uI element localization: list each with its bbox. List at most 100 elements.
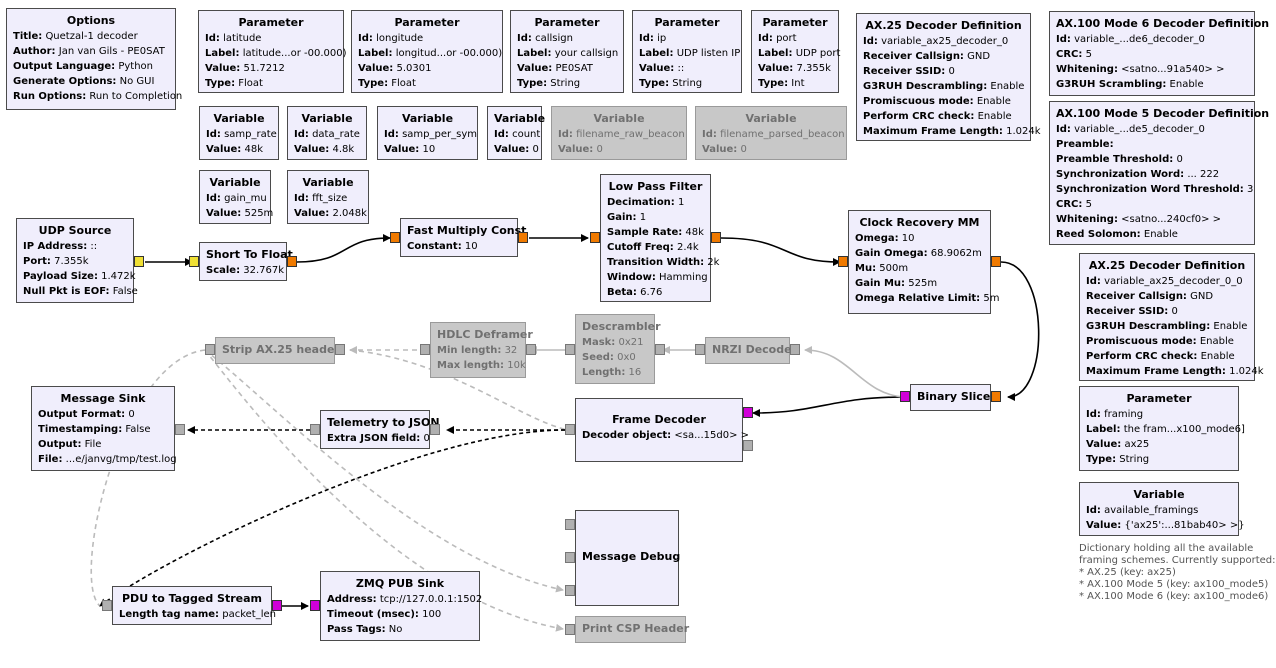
param-row: Id: port bbox=[758, 31, 832, 46]
fast-multiply-const-block[interactable]: Fast Multiply Const Constant: 10 bbox=[400, 218, 526, 257]
fast-multiply-const-in-port[interactable] bbox=[390, 232, 400, 243]
variable-filename-raw-beacon-block[interactable]: Variable Id: filename_raw_beacon Value: … bbox=[551, 106, 687, 160]
variable-samp-per-sym-block[interactable]: Variable Id: samp_per_sym Value: 10 bbox=[377, 106, 478, 160]
param-value: 0 bbox=[532, 144, 539, 155]
param-row: G3RUH Descrambling: Enable bbox=[1086, 319, 1248, 334]
parameter-callsign-block[interactable]: Parameter Id: callsign Label: your calls… bbox=[510, 10, 624, 93]
print-csp-header-block[interactable]: Print CSP Header bbox=[575, 616, 689, 643]
udp-source-out-port[interactable] bbox=[134, 256, 144, 267]
ax100-mode6-decoder-definition-block[interactable]: AX.100 Mode 6 Decoder Definition Id: var… bbox=[1049, 11, 1269, 96]
wire-slicer-to-frame-decoder bbox=[752, 396, 906, 417]
param-value: 1 bbox=[678, 197, 685, 208]
param-value: 7.355k bbox=[54, 256, 89, 267]
descrambler-out-port[interactable] bbox=[565, 344, 575, 355]
param-key: G3RUH Descrambling: bbox=[863, 81, 988, 92]
message-sink-in-port[interactable] bbox=[175, 424, 185, 435]
telemetry-to-json-in-port[interactable] bbox=[430, 424, 440, 435]
param-row: Value: 51.7212 bbox=[205, 61, 337, 76]
variable-samp-rate-block[interactable]: Variable Id: samp_rate Value: 48k bbox=[199, 106, 279, 160]
binary-slicer-in-port[interactable] bbox=[991, 391, 1001, 402]
param-row: G3RUH Descrambling: Enable bbox=[863, 79, 1024, 94]
message-debug-print-pdu-port[interactable] bbox=[565, 585, 575, 596]
nrzi-decode-out-port[interactable] bbox=[695, 344, 705, 355]
low-pass-filter-in-port[interactable] bbox=[590, 232, 600, 243]
param-row: Seed: 0x0 bbox=[582, 350, 648, 365]
ax25-decoder-definition-block[interactable]: AX.25 Decoder Definition Id: variable_ax… bbox=[856, 13, 1041, 141]
hdlc-deframer-out-port[interactable] bbox=[420, 344, 430, 355]
param-value: Enable bbox=[1169, 79, 1204, 90]
param-value: Float bbox=[391, 78, 416, 89]
options-block[interactable]: Options Title: Quetzal-1 decoder Author:… bbox=[6, 8, 182, 110]
clock-recovery-mm-block[interactable]: Clock Recovery MM Omega: 10 Gain Omega: … bbox=[848, 210, 999, 314]
parameter-latitude-block[interactable]: Parameter Id: latitude Label: latitude..… bbox=[198, 10, 347, 93]
ax25-decoder-definition-0-0-block[interactable]: AX.25 Decoder Definition Id: variable_ax… bbox=[1079, 253, 1264, 381]
parameter-framing-block[interactable]: Parameter Id: framing Label: the fram...… bbox=[1079, 386, 1245, 471]
frame-decoder-block[interactable]: Frame Decoder Decoder object: <sa...15d0… bbox=[575, 398, 749, 462]
param-key: Decimation: bbox=[607, 197, 675, 208]
short-to-float-out-port[interactable] bbox=[287, 256, 297, 267]
telemetry-to-json-block[interactable]: Telemetry to JSON Extra JSON field: 0 bbox=[320, 410, 440, 449]
short-to-float-block[interactable]: Short To Float Scale: 32.767k bbox=[199, 242, 293, 281]
telemetry-to-json-out-port[interactable] bbox=[310, 424, 320, 435]
variable-gain-mu-block[interactable]: Variable Id: gain_mu Value: 525m bbox=[199, 170, 273, 224]
param-row: Perform CRC check: Enable bbox=[863, 109, 1024, 124]
variable-count-block[interactable]: Variable Id: count Value: 0 bbox=[487, 106, 546, 160]
frame-decoder-out-port[interactable] bbox=[565, 424, 575, 435]
param-row: Label: the fram...x100_mode6] bbox=[1086, 422, 1245, 437]
param-key: Id: bbox=[1086, 409, 1101, 420]
message-debug-print-port[interactable] bbox=[565, 519, 575, 530]
param-value: No GUI bbox=[119, 76, 155, 87]
block-title: Descrambler bbox=[582, 320, 661, 333]
param-key: Id: bbox=[1056, 124, 1071, 135]
parameter-longitude-block[interactable]: Parameter Id: longitude Label: longitud.… bbox=[351, 10, 503, 93]
frame-decoder-in-port[interactable] bbox=[743, 407, 753, 418]
zmq-pub-sink-in-port[interactable] bbox=[310, 600, 320, 611]
binary-slicer-block[interactable]: Binary Slicer bbox=[910, 384, 996, 411]
param-key: Timeout (msec): bbox=[327, 609, 419, 620]
param-key: Value: bbox=[384, 144, 420, 155]
low-pass-filter-out-port[interactable] bbox=[711, 232, 721, 243]
message-debug-block[interactable]: Message Debug bbox=[575, 510, 680, 606]
print-csp-header-in-port[interactable] bbox=[565, 624, 575, 635]
nrzi-decode-block[interactable]: NRZI Decode bbox=[705, 337, 792, 364]
clock-recovery-mm-in-port[interactable] bbox=[838, 256, 848, 267]
zmq-pub-sink-block[interactable]: ZMQ PUB Sink Address: tcp://127.0.0.1:15… bbox=[320, 571, 482, 641]
strip-ax25-header-block[interactable]: Strip AX.25 header bbox=[215, 337, 340, 364]
udp-source-block[interactable]: UDP Source IP Address: :: Port: 7.355k P… bbox=[16, 218, 138, 303]
wire-strip-to-frame-decoder bbox=[349, 349, 569, 431]
variable-data-rate-block[interactable]: Variable Id: data_rate Value: 4.8k bbox=[287, 106, 367, 160]
variable-available-framings-block[interactable]: Variable Id: available_framings Value: {… bbox=[1079, 482, 1245, 536]
parameter-ip-block[interactable]: Parameter Id: ip Label: UDP listen IP Va… bbox=[632, 10, 742, 93]
param-row: Reed Solomon: Enable bbox=[1056, 227, 1248, 242]
param-row: Title: Quetzal-1 decoder bbox=[13, 29, 169, 44]
pdu-to-tagged-stream-block[interactable]: PDU to Tagged Stream Length tag name: pa… bbox=[112, 586, 276, 625]
param-value: Run to Completion bbox=[89, 91, 183, 102]
hdlc-deframer-in-port[interactable] bbox=[526, 344, 536, 355]
pdu-to-tagged-stream-in-port[interactable] bbox=[102, 600, 112, 611]
message-debug-store-port[interactable] bbox=[565, 552, 575, 563]
message-sink-block[interactable]: Message Sink Output Format: 0 Timestampi… bbox=[31, 386, 177, 471]
frame-decoder-in2-port[interactable] bbox=[743, 440, 753, 451]
strip-ax25-header-in-port[interactable] bbox=[335, 344, 345, 355]
variable-filename-parsed-beacon-block[interactable]: Variable Id: filename_parsed_beacon Valu… bbox=[695, 106, 847, 160]
block-title: Variable bbox=[494, 112, 546, 125]
short-to-float-in-port[interactable] bbox=[189, 256, 199, 267]
param-key: Value: bbox=[206, 208, 242, 219]
pdu-to-tagged-stream-out-port[interactable] bbox=[272, 600, 282, 611]
fast-multiply-const-out-port[interactable] bbox=[518, 232, 528, 243]
ax100-mode5-decoder-definition-block[interactable]: AX.100 Mode 5 Decoder Definition Id: var… bbox=[1049, 101, 1269, 245]
clock-recovery-mm-out-port[interactable] bbox=[991, 256, 1001, 267]
strip-ax25-header-out-port[interactable] bbox=[205, 344, 215, 355]
low-pass-filter-block[interactable]: Low Pass Filter Decimation: 1 Gain: 1 Sa… bbox=[600, 174, 719, 302]
block-title: Message Sink bbox=[60, 392, 146, 405]
binary-slicer-out-port[interactable] bbox=[900, 391, 910, 402]
nrzi-decode-in-port[interactable] bbox=[790, 344, 800, 355]
param-key: Value: bbox=[639, 63, 675, 74]
param-row: Constant: 10 bbox=[407, 239, 511, 254]
variable-fft-size-block[interactable]: Variable Id: fft_size Value: 2.048k bbox=[287, 170, 369, 224]
param-key: Port: bbox=[23, 256, 51, 267]
hdlc-deframer-block[interactable]: HDLC Deframer Min length: 32 Max length:… bbox=[430, 322, 533, 378]
parameter-port-block[interactable]: Parameter Id: port Label: UDP port Value… bbox=[751, 10, 840, 93]
descrambler-in-port[interactable] bbox=[655, 344, 665, 355]
descrambler-block[interactable]: Descrambler Mask: 0x21 Seed: 0x0 Length:… bbox=[575, 314, 661, 384]
